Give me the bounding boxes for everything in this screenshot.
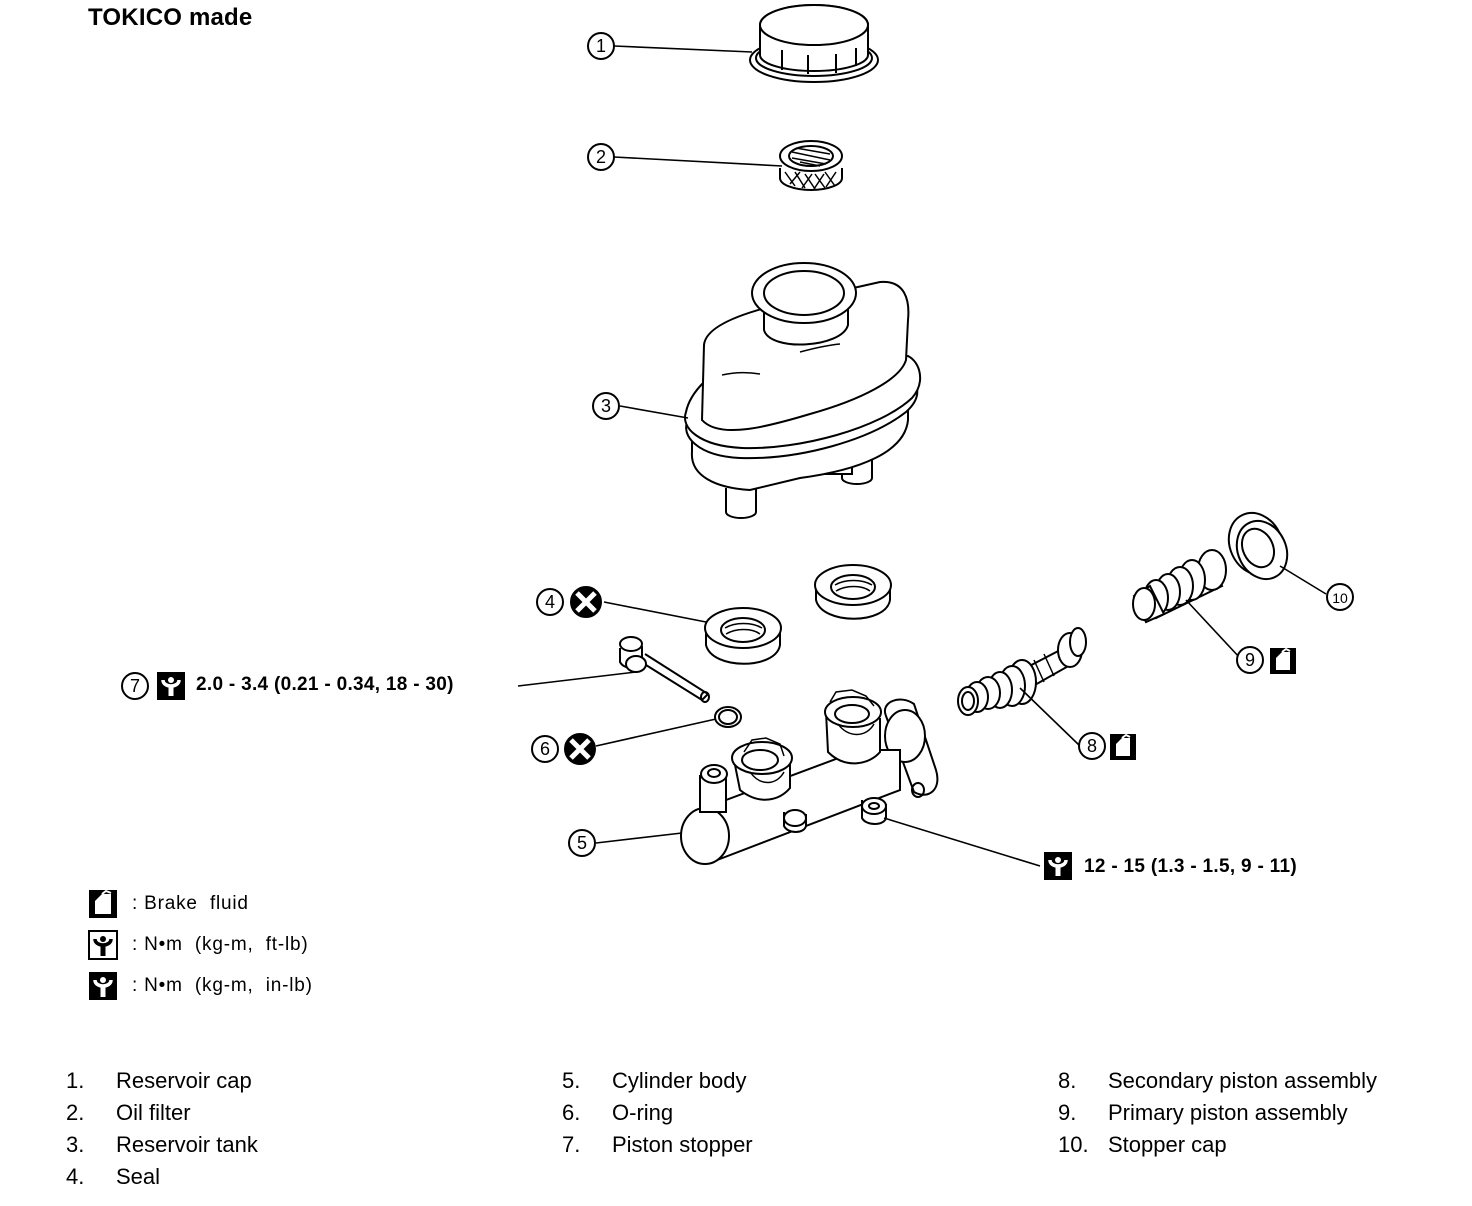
part-number: 10. <box>1058 1132 1089 1157</box>
list-item: 8. Secondary piston assembly <box>1058 1068 1377 1094</box>
part-number: 3. <box>66 1132 85 1157</box>
seal-drawings <box>704 564 892 665</box>
list-item: 4. Seal <box>66 1164 160 1190</box>
callout-circles <box>121 32 1354 857</box>
reservoir-tank-drawing <box>683 262 922 519</box>
part-number: 7. <box>562 1132 581 1157</box>
part-name: Seal <box>116 1164 161 1189</box>
secondary-piston-drawing <box>957 627 1087 716</box>
callout-1: 1 <box>596 36 606 56</box>
list-item: 2. Oil filter <box>66 1100 191 1126</box>
callout-numbers: 1 2 3 4 5 6 7 8 9 10 <box>130 36 1348 853</box>
torque-ftlb-icon <box>88 930 118 960</box>
callout-2: 2 <box>596 147 606 167</box>
callout-3: 3 <box>601 396 611 416</box>
reservoir-cap-drawing <box>749 4 879 83</box>
piston-stopper-torque-spec: 2.0 - 3.4 (0.21 - 0.34, 18 - 30) <box>196 674 454 695</box>
callout-8: 8 <box>1087 736 1097 756</box>
part-name: O-ring <box>612 1100 674 1125</box>
oil-filter-drawing <box>779 140 843 191</box>
callout-6: 6 <box>540 739 550 759</box>
primary-piston-drawing <box>1132 549 1227 624</box>
callout-7: 7 <box>130 676 140 696</box>
part-name: Stopper cap <box>1108 1132 1227 1157</box>
legend-row-torque-inlb: : N•m (kg-m, in-lb) <box>88 970 313 1002</box>
torque-inlb-icon <box>1044 852 1072 880</box>
callout-10: 10 <box>1332 590 1348 606</box>
legend-row-torque-ftlb: : N•m (kg-m, ft-lb) <box>88 929 309 961</box>
callout-4: 4 <box>545 592 555 612</box>
brake-fluid-markers <box>1110 647 1296 760</box>
torque-inlb-icon <box>157 672 185 700</box>
brake-fluid-icon <box>89 889 117 918</box>
callout-5: 5 <box>577 833 587 853</box>
callout-9: 9 <box>1245 650 1255 670</box>
part-number: 9. <box>1058 1100 1077 1125</box>
part-number: 4. <box>66 1164 85 1189</box>
piston-stopper-drawing <box>619 636 710 703</box>
list-item: 1. Reservoir cap <box>66 1068 252 1094</box>
legend-text: : N•m (kg-m, ft-lb) <box>132 934 309 955</box>
legend-row-brake-fluid: : Brake fluid <box>88 888 249 920</box>
list-item: 5. Cylinder body <box>562 1068 747 1094</box>
part-number: 1. <box>66 1068 85 1093</box>
list-item: 3. Reservoir tank <box>66 1132 258 1158</box>
cylinder-bolt-torque-spec: 12 - 15 (1.3 - 1.5, 9 - 11) <box>1084 856 1297 877</box>
replace-icon <box>570 586 602 618</box>
o-ring-drawing <box>714 706 742 728</box>
part-name: Reservoir tank <box>116 1132 258 1157</box>
legend-text: : Brake fluid <box>132 893 249 914</box>
list-item: 10. Stopper cap <box>1058 1132 1227 1158</box>
part-name: Reservoir cap <box>116 1068 252 1093</box>
list-item: 6. O-ring <box>562 1100 673 1126</box>
part-name: Cylinder body <box>612 1068 747 1093</box>
part-name: Piston stopper <box>612 1132 753 1157</box>
part-number: 6. <box>562 1100 581 1125</box>
part-number: 5. <box>562 1068 581 1093</box>
brake-fluid-icon <box>1270 647 1296 674</box>
brake-fluid-icon <box>1110 733 1136 760</box>
torque-inlb-icon <box>89 972 117 1000</box>
part-name: Secondary piston assembly <box>1108 1068 1378 1093</box>
replace-markers <box>564 586 602 765</box>
cylinder-body-drawing <box>680 689 939 865</box>
part-name: Oil filter <box>116 1100 191 1125</box>
part-number: 8. <box>1058 1068 1077 1093</box>
stopper-cap-drawing <box>1227 511 1289 581</box>
replace-icon <box>564 733 596 765</box>
leader-lines <box>517 45 1327 867</box>
list-item: 7. Piston stopper <box>562 1132 753 1158</box>
part-number: 2. <box>66 1100 85 1125</box>
diagram-title: TOKICO made <box>88 4 253 31</box>
part-name: Primary piston assembly <box>1108 1100 1348 1125</box>
list-item: 9. Primary piston assembly <box>1058 1100 1348 1126</box>
legend-text: : N•m (kg-m, in-lb) <box>132 975 313 996</box>
